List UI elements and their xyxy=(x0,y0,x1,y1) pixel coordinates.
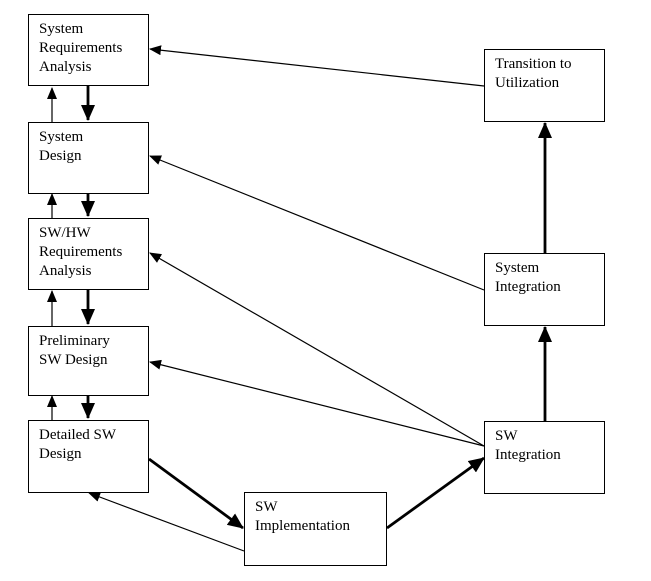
arrow-impl-to-detailed xyxy=(88,492,245,552)
node-label-line: Analysis xyxy=(39,59,92,75)
node-label-line: Integration xyxy=(495,447,561,463)
node-label-line: Detailed SW xyxy=(39,427,117,443)
node-label-line: Requirements xyxy=(39,244,123,260)
node-label-line: Design xyxy=(39,446,82,462)
node-system-requirements-analysis: System Requirements Analysis xyxy=(28,14,149,86)
node-label-line: Implementation xyxy=(255,518,350,534)
node-label-line: System xyxy=(39,21,84,37)
node-label-line: SW xyxy=(495,428,518,444)
arrow-swinteg-to-prelim xyxy=(149,359,485,447)
arrow-transition-to-sysreq xyxy=(149,45,485,87)
node-detailed-sw-design: Detailed SW Design xyxy=(28,420,149,493)
node-label-line: Requirements xyxy=(39,40,123,56)
arrow-impl-to-swinteg xyxy=(386,456,485,530)
arrow-sysinteg-to-sysdesign xyxy=(149,155,485,291)
node-transition-to-utilization: Transition to Utilization xyxy=(484,49,605,122)
node-system-integration: System Integration xyxy=(484,253,605,326)
node-label-line: SW xyxy=(255,499,278,515)
node-label-line: Utilization xyxy=(495,75,560,91)
node-sw-implementation: SW Implementation xyxy=(244,492,387,566)
node-label-line: System xyxy=(495,260,540,276)
node-label-line: Analysis xyxy=(39,263,92,279)
node-preliminary-sw-design: Preliminary SW Design xyxy=(28,326,149,396)
node-label-line: System xyxy=(39,129,84,145)
node-label-line: SW/HW xyxy=(39,225,91,241)
node-label-line: Preliminary xyxy=(39,333,110,349)
node-system-design: System Design xyxy=(28,122,149,194)
node-sw-integration: SW Integration xyxy=(484,421,605,494)
node-label-line: Integration xyxy=(495,279,561,295)
arrow-detailed-to-impl xyxy=(148,457,244,530)
node-label-line: SW Design xyxy=(39,352,108,368)
arrow-swinteg-to-swhw xyxy=(149,252,485,447)
node-label-line: Transition to xyxy=(495,56,572,72)
node-label-line: Design xyxy=(39,148,82,164)
node-swhw-requirements-analysis: SW/HW Requirements Analysis xyxy=(28,218,149,290)
